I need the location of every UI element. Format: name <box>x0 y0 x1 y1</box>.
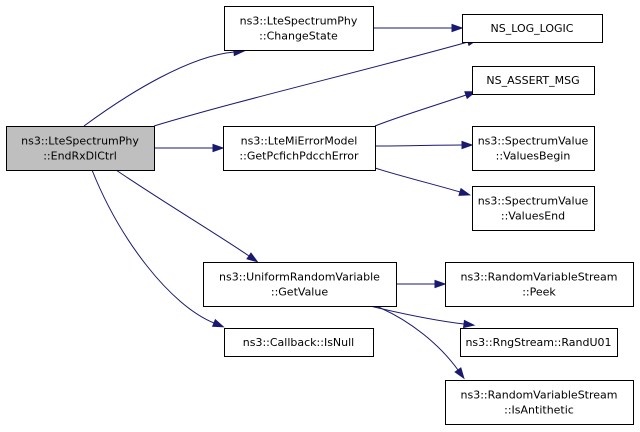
node-antithetic-label-0: ns3::RandomVariableStream <box>461 389 618 402</box>
edge-ltemi-to-vbegin <box>374 144 463 147</box>
node-endrx[interactable]: ns3::LteSpectrumPhy::EndRxDlCtrl <box>6 126 155 171</box>
node-ltemi[interactable]: ns3::LteMiErrorModel::GetPcfichPdcchErro… <box>223 126 376 171</box>
edge-endrx-to-isnull <box>91 169 215 324</box>
edge-endrx-to-change <box>83 51 235 127</box>
node-nslog-label-0: NS_LOG_LOGIC <box>491 22 574 35</box>
node-change-box[interactable] <box>224 6 374 51</box>
node-vend[interactable]: ns3::SpectrumValue::ValuesEnd <box>472 186 595 231</box>
node-uniform-label-1: ::GetValue <box>271 286 328 299</box>
node-peek-label-1: ::Peek <box>522 286 556 299</box>
node-endrx-box[interactable] <box>6 126 155 171</box>
node-randu01[interactable]: ns3::RngStream::RandU01 <box>460 328 618 357</box>
node-endrx-label-1: ::EndRxDlCtrl <box>43 150 117 163</box>
arrowhead-uniform-to-antithetic <box>454 367 465 380</box>
node-change[interactable]: ns3::LteSpectrumPhy::ChangeState <box>224 6 374 51</box>
node-randu01-label-0: ns3::RngStream::RandU01 <box>465 336 611 349</box>
node-vend-box[interactable] <box>472 186 595 231</box>
call-nodes: ns3::LteSpectrumPhy::EndRxDlCtrlns3::Lte… <box>6 6 634 425</box>
node-nsassert-box[interactable] <box>472 66 595 95</box>
edge-endrx-to-uniform <box>115 169 250 257</box>
arrowhead-ltemi-to-vbegin <box>461 140 474 150</box>
node-peek-box[interactable] <box>445 262 634 307</box>
node-vend-label-1: ::ValuesEnd <box>501 210 565 223</box>
arrowhead-endrx-to-uniform <box>246 252 259 263</box>
node-vbegin-label-1: ::ValuesBegin <box>496 150 571 163</box>
arrowhead-endrx-to-ltemi <box>212 143 225 153</box>
node-vbegin-label-0: ns3::SpectrumValue <box>478 135 589 148</box>
node-ltemi-label-0: ns3::LteMiErrorModel <box>241 135 358 148</box>
node-uniform-box[interactable] <box>203 262 397 307</box>
node-change-label-1: ::ChangeState <box>259 30 338 43</box>
node-uniform[interactable]: ns3::UniformRandomVariable::GetValue <box>203 262 397 307</box>
edge-ltemi-to-vend <box>374 167 461 193</box>
node-isnull-label-0: ns3::Callback::IsNull <box>243 336 355 349</box>
node-isnull[interactable]: ns3::Callback::IsNull <box>224 328 374 357</box>
node-nsassert[interactable]: NS_ASSERT_MSG <box>472 66 595 95</box>
node-antithetic-box[interactable] <box>445 380 634 425</box>
node-endrx-label-0: ns3::LteSpectrumPhy <box>21 135 139 148</box>
node-change-label-0: ns3::LteSpectrumPhy <box>240 15 358 28</box>
node-nsassert-label-0: NS_ASSERT_MSG <box>486 74 579 87</box>
node-vbegin[interactable]: ns3::SpectrumValue::ValuesBegin <box>472 126 595 171</box>
arrowhead-uniform-to-peek <box>434 279 447 289</box>
node-antithetic-label-1: ::IsAntithetic <box>504 404 574 417</box>
edge-uniform-to-randu01 <box>369 305 465 325</box>
node-ltemi-label-1: ::GetPcfichPdcchError <box>239 150 359 163</box>
node-isnull-box[interactable] <box>224 328 374 357</box>
node-randu01-box[interactable] <box>460 328 618 357</box>
arrowhead-uniform-to-randu01 <box>463 319 476 329</box>
node-nslog[interactable]: NS_LOG_LOGIC <box>462 14 603 43</box>
edge-ltemi-to-nsassert <box>374 94 467 127</box>
node-peek-label-0: ns3::RandomVariableStream <box>461 271 618 284</box>
edge-uniform-to-antithetic <box>375 305 459 371</box>
arrowhead-change-to-nslog <box>451 23 464 33</box>
node-peek[interactable]: ns3::RandomVariableStream::Peek <box>445 262 634 307</box>
call-edges <box>83 23 480 380</box>
node-vbegin-box[interactable] <box>472 126 595 171</box>
node-antithetic[interactable]: ns3::RandomVariableStream::IsAntithetic <box>445 380 634 425</box>
edge-endrx-to-nslog <box>153 41 469 127</box>
node-ltemi-box[interactable] <box>223 126 376 171</box>
node-uniform-label-0: ns3::UniformRandomVariable <box>219 271 380 284</box>
node-nslog-box[interactable] <box>462 14 603 43</box>
node-vend-label-0: ns3::SpectrumValue <box>478 195 589 208</box>
arrowhead-endrx-to-isnull <box>211 318 225 328</box>
arrowhead-ltemi-to-vend <box>458 187 472 196</box>
